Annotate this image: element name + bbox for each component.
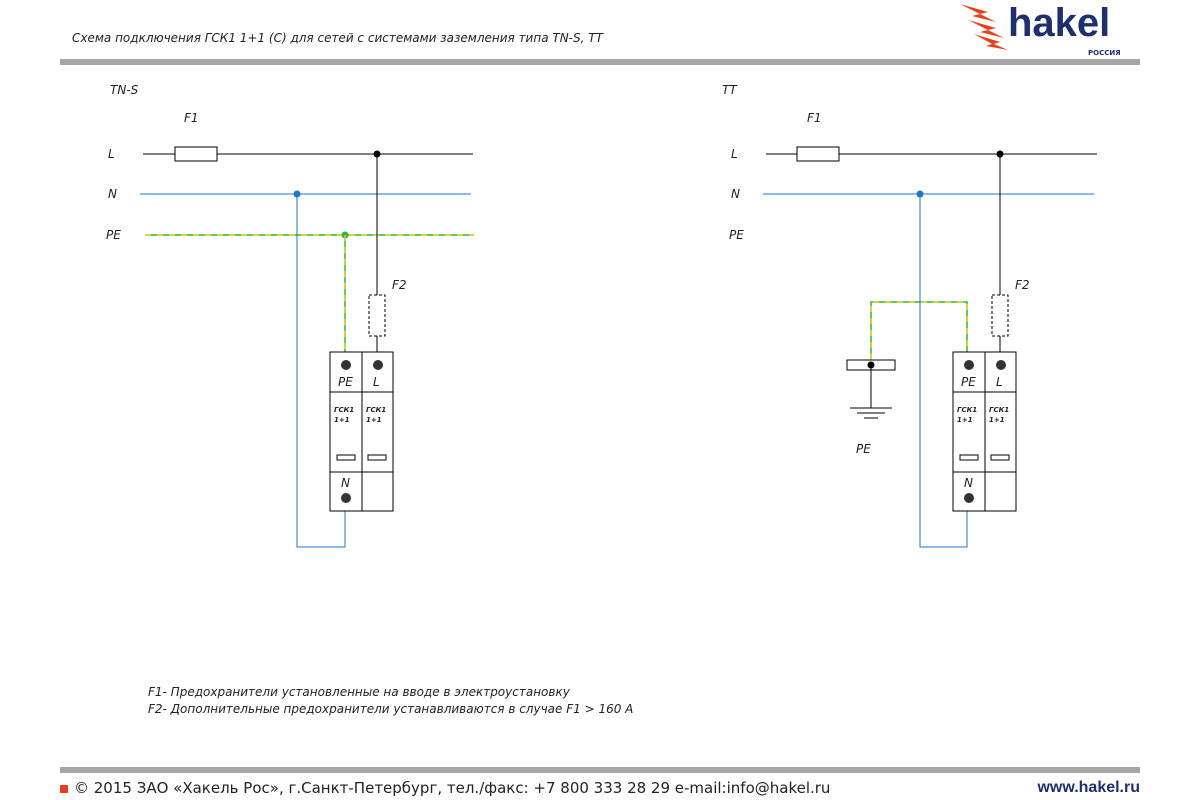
diagram-label: PE [338,375,353,389]
bullet-icon [60,785,68,793]
diagram-line [341,493,351,503]
lightning-icon [960,4,1008,50]
diagram-line [296,194,346,548]
diagram-label: PE [961,375,976,389]
diagram-label: 1+1 [334,416,350,424]
ground-symbol: PE [846,359,896,456]
diagram-line [964,493,974,503]
diagram-label: 1+1 [989,416,1005,424]
footer-divider [60,767,1140,773]
diagram-label: L [108,147,115,161]
diagram-line [367,454,387,461]
diagram-line [373,360,383,370]
fuse-f1 [796,146,840,162]
surge-protector-module: PE L N ГСК1 1+1 ГСК1 1+1 [952,351,1017,512]
diagram-line [919,194,968,548]
diagram-label: PE [856,442,871,456]
diagram-line [870,301,968,360]
diagram-label: F1 [184,111,199,125]
diagram-label: PE [106,228,121,242]
hakel-logo: hakel РОССИЯ [960,1,1121,57]
diagram-label: N [341,476,350,490]
diagram-line [341,360,351,370]
note-f1: F1- Предохранители установленные на ввод… [148,685,570,699]
fuse-f2 [368,294,386,337]
diagram-label: TT [722,83,738,97]
diagram-line [974,34,1008,50]
diagram-line [984,351,1017,512]
footer: © 2015 ЗАО «Хакель Рос», г.Санкт-Петербу… [60,779,830,797]
diagram-label: F2 [392,278,407,292]
logo-wordmark: hakel [1008,1,1110,45]
diagram-line [870,301,968,360]
surge-protector-module: PE L N ГСК1 1+1 ГСК1 1+1 [329,351,394,512]
diagram-label: N [964,476,973,490]
copyright: © 2015 ЗАО «Хакель Рос», г.Санкт-Петербу… [74,779,831,797]
logo-subtitle: РОССИЯ [1088,49,1121,57]
diagram-line [990,454,1010,461]
notes: F1- Предохранители установленные на ввод… [148,684,633,718]
diagram-line [968,20,1004,38]
diagram-line [959,454,979,461]
diagram-label: 1+1 [957,416,973,424]
header-divider [60,59,1140,65]
diagram-label: PE [729,228,744,242]
diagram-label: ГСК1 [957,406,977,414]
tt-scheme: TT F1 L N PE F2 PE PE L N ГСК1 1+1 ГСК1 1+1 [722,83,1097,548]
diagram-line [964,360,974,370]
note-f2: F2- Дополнительные предохранители устана… [148,702,634,716]
fuse-f2 [991,294,1009,337]
diagram-label: ГСК1 [366,406,386,414]
diagram-label: 1+1 [366,416,382,424]
diagram-label: F1 [807,111,822,125]
fuse-f1 [174,146,218,162]
diagram-label: ГСК1 [334,406,354,414]
diagram-line [336,454,356,461]
diagram-label: L [373,375,380,389]
diagram-label: N [108,187,117,201]
diagram-label: L [731,147,738,161]
diagram-label: F2 [1015,278,1030,292]
diagram-label: N [731,187,740,201]
diagram-label: TN-S [110,83,139,97]
website-link[interactable]: www.hakel.ru [1037,779,1140,796]
diagram-line [361,351,394,512]
page-title: Схема подключения ГСК1 1+1 (С) для сетей… [72,31,603,45]
diagram-label: ГСК1 [989,406,1009,414]
diagram-line [960,4,996,22]
tns-scheme: TN-S F1 L N PE F2 PE L N ГСК1 1+1 ГСК1 1+1 [106,83,474,548]
diagram-label: L [996,375,1003,389]
diagram-line [996,360,1006,370]
diagram-line [952,351,986,512]
